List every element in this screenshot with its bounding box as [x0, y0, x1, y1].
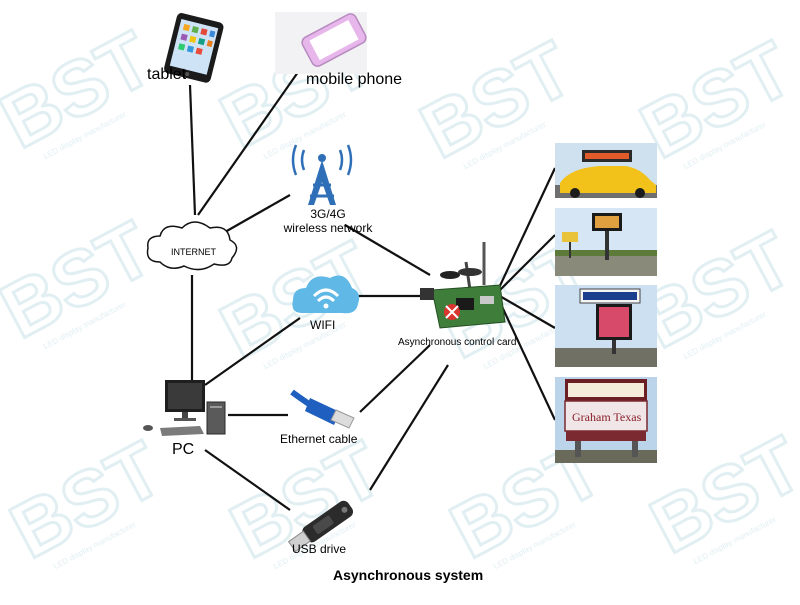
internet-label: INTERNET: [171, 247, 216, 257]
svg-text:BST: BST: [0, 14, 166, 165]
monument-led-sign-icon: Graham Texas: [555, 377, 657, 463]
ethernet-cable-icon: [290, 389, 355, 429]
watermark: BST LED display manufacturer: [0, 13, 167, 167]
mobile-phone-icon: [275, 12, 367, 74]
desktop-pc-icon: [143, 380, 226, 436]
network-label-line1: 3G/4G: [310, 207, 346, 221]
ethernet-label: Ethernet cable: [280, 432, 358, 446]
network-label: 3G/4G wireless network: [272, 207, 384, 235]
network-label-line2: wireless network: [283, 221, 373, 235]
diagram-title: Asynchronous system: [333, 567, 484, 583]
monument-sign-text: Graham Texas: [572, 410, 642, 424]
link-card-display-4: [497, 297, 556, 421]
connection-lines: [188, 54, 556, 511]
link-network-card: [344, 224, 431, 276]
link-mobile-internet: [197, 54, 311, 216]
link-network-internet: [224, 194, 291, 233]
wifi-cloud-icon: [292, 275, 360, 314]
tablet-label: tablet: [147, 66, 187, 83]
watermark: BST LED display manufacturer: [635, 418, 800, 572]
link-wifi-pc: [204, 317, 301, 386]
usb-drive-icon: [287, 500, 354, 553]
billboard-led-sign-icon: [555, 285, 657, 367]
watermark: BST LED display manufacturer: [0, 203, 167, 357]
tablet-icon: [164, 13, 224, 83]
link-card-display-3: [497, 294, 556, 329]
control-card-icon: [420, 242, 506, 329]
pc-label: PC: [172, 441, 195, 458]
watermark: BST LED display manufacturer: [0, 423, 177, 577]
mobile-phone-label: mobile phone: [306, 71, 403, 88]
link-ethernet-card: [359, 344, 431, 413]
link-card-display-2: [497, 234, 556, 293]
link-tablet-internet: [188, 84, 197, 216]
watermark: BST LED display manufacturer: [215, 423, 397, 577]
link-usb-card: [369, 364, 449, 491]
svg-text:BST: BST: [0, 204, 166, 355]
taxi-led-display-icon: [555, 143, 657, 198]
wifi-label: WIFI: [310, 318, 336, 332]
link-pc-usb: [204, 449, 291, 511]
link-card-display-1: [497, 167, 556, 291]
control-card-label: Asynchronous control card: [398, 337, 517, 348]
antenna-tower-icon: [291, 144, 353, 205]
roadside-led-sign-icon: [555, 208, 657, 276]
usb-drive-label: USB drive: [292, 542, 347, 556]
internet-cloud-icon: [146, 221, 238, 271]
